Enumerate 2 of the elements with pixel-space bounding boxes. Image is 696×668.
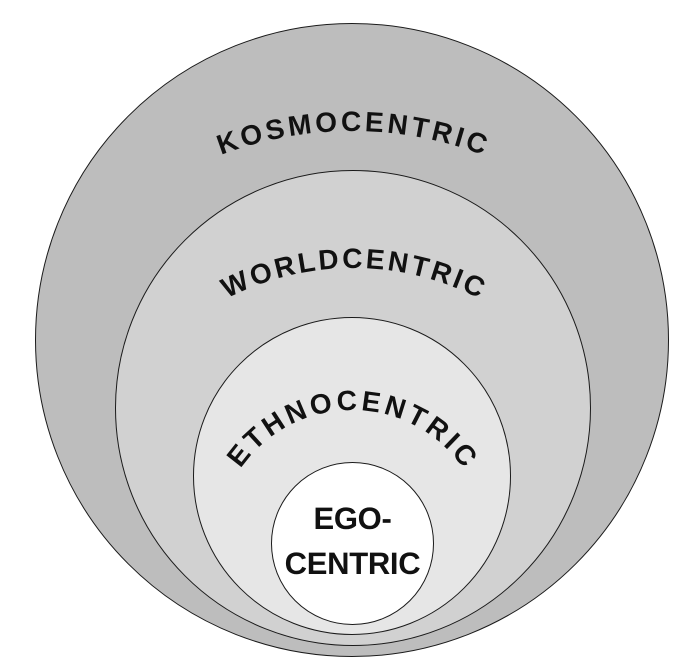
curved-label: KOSMOCENTRIC [212,106,492,161]
circle-label: EGO- CENTRIC [284,500,420,582]
